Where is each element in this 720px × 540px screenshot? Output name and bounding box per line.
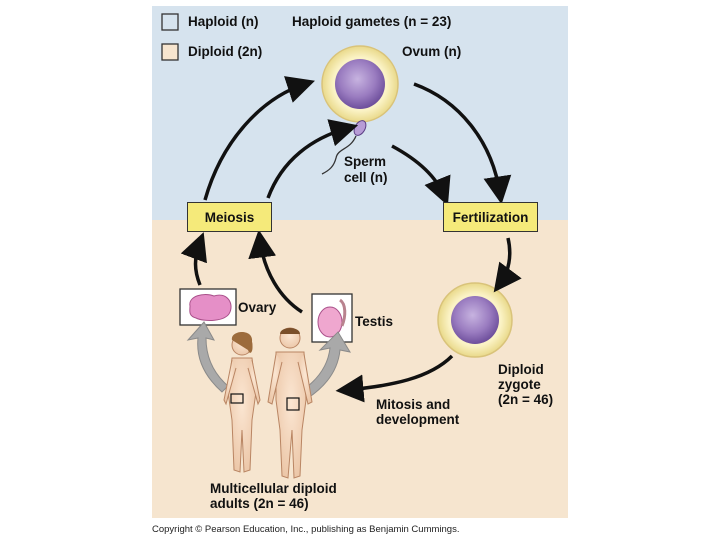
- ovary-label: Ovary: [238, 300, 277, 315]
- sperm-label-line1: Sperm: [344, 154, 387, 169]
- zygote-label-line2: zygote: [498, 377, 541, 392]
- male-adult-figure: [267, 327, 313, 479]
- arrow-ovary-to-meiosis: [180, 232, 207, 286]
- haploid-gametes-label: Haploid gametes (n = 23): [292, 14, 452, 29]
- legend-haploid-label: Haploid (n): [188, 14, 259, 29]
- sperm-label-line2: cell (n): [344, 170, 388, 185]
- arrow-sperm-to-fertilization: [391, 144, 451, 206]
- mitosis-label-line1: Mitosis and: [376, 397, 451, 412]
- grey-arrow-to-ovary: [186, 321, 229, 393]
- arrow-fertilization-to-zygote: [493, 237, 522, 293]
- ovum-cell: [321, 45, 399, 123]
- arrow-ovum-to-fertilization: [413, 82, 512, 205]
- meiosis-box: Meiosis: [187, 202, 272, 232]
- arrow-meiosis-to-sperm: [266, 119, 359, 199]
- mitosis-label-line2: development: [376, 412, 460, 427]
- legend-diploid-label: Diploid (2n): [188, 44, 263, 59]
- arrow-zygote-to-adults: [335, 354, 454, 403]
- testis-illustration: [311, 293, 353, 343]
- ovum-label: Ovum (n): [402, 44, 462, 59]
- ovary-illustration: [179, 288, 237, 326]
- fertilization-box: Fertilization: [443, 202, 538, 232]
- diploid-swatch: [161, 43, 179, 61]
- grey-arrow-to-testis: [299, 331, 352, 399]
- female-adult-figure: [223, 332, 261, 473]
- arrow-testis-to-meiosis: [248, 229, 303, 314]
- arrow-meiosis-to-gametes: [203, 76, 315, 201]
- testis-label: Testis: [355, 314, 394, 329]
- zygote-cell: [437, 282, 513, 358]
- adults-label-line2: adults (2n = 46): [210, 496, 309, 511]
- copyright-notice: Copyright © Pearson Education, Inc., pub…: [152, 524, 460, 535]
- haploid-swatch: [161, 13, 179, 31]
- zygote-label-line3: (2n = 46): [498, 392, 554, 407]
- zygote-label-line1: Diploid: [498, 362, 544, 377]
- adults-label-line1: Multicellular diploid: [210, 481, 337, 496]
